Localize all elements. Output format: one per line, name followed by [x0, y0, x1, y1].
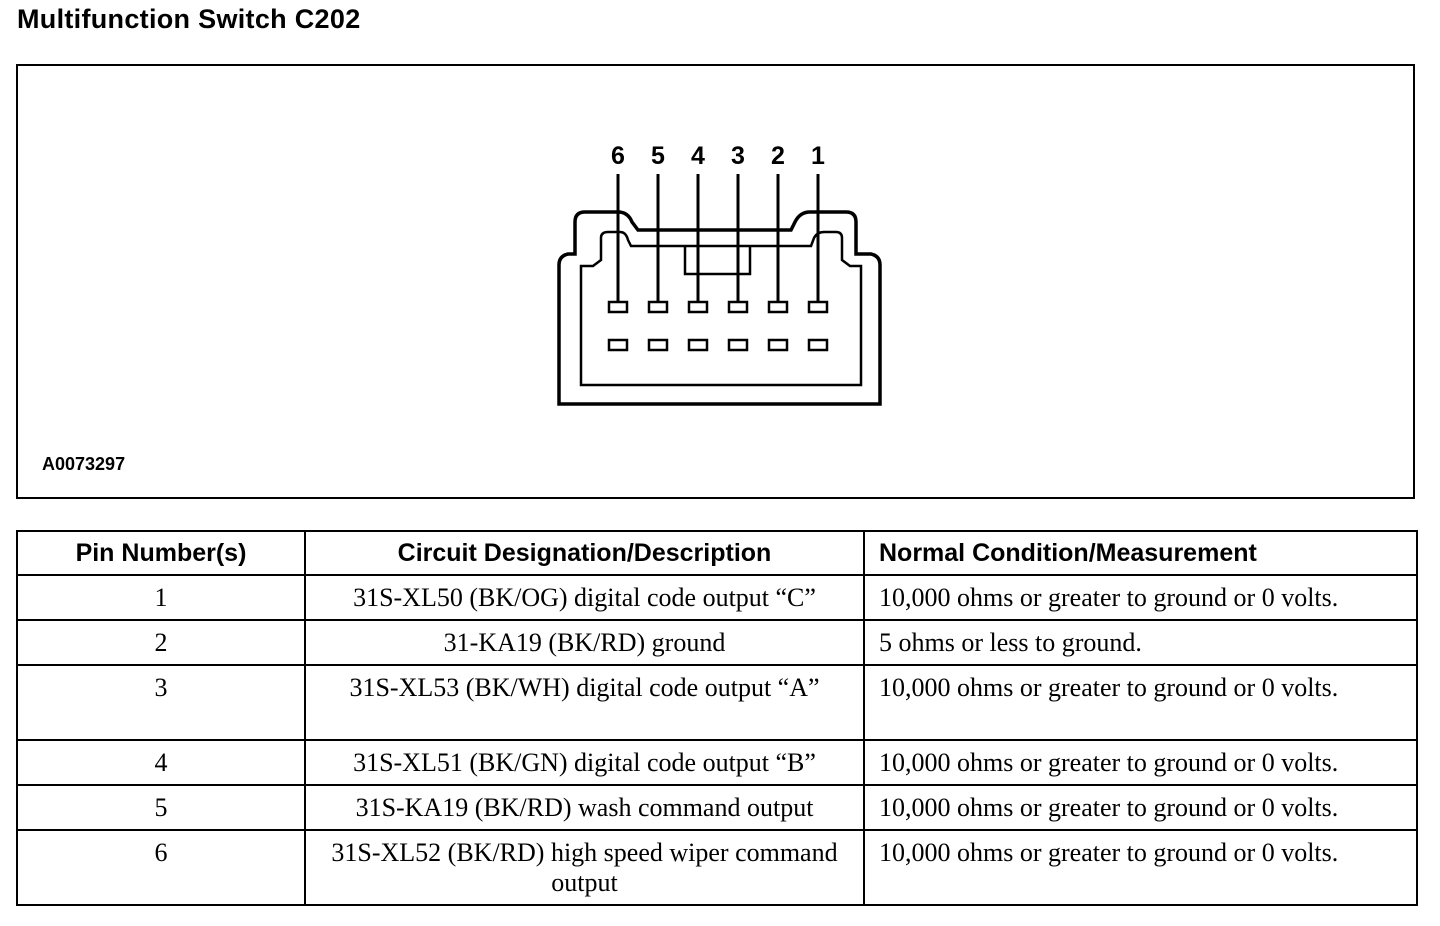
connector-figure: 6 5 4 3 2 1 A0073297	[16, 64, 1415, 499]
empty-cavity	[727, 338, 749, 352]
pin-label-5: 5	[651, 142, 665, 170]
pin-label-2: 2	[771, 142, 785, 170]
pin-label-1: 1	[811, 142, 825, 170]
pin-table: Pin Number(s) Circuit Designation/Descri…	[16, 530, 1418, 906]
terminal-2	[767, 300, 789, 314]
terminal-4	[687, 300, 709, 314]
header-pin: Pin Number(s)	[16, 530, 306, 576]
pin-label-3: 3	[731, 142, 745, 170]
pin-cell: 5	[16, 784, 306, 831]
empty-cavity	[647, 338, 669, 352]
condition-cell: 10,000 ohms or greater to ground or 0 vo…	[863, 739, 1418, 786]
pin-cell: 6	[16, 829, 306, 906]
connector-diagram: 6 5 4 3 2 1	[557, 142, 882, 406]
pin-cell: 3	[16, 664, 306, 741]
circuit-cell: 31S-XL53 (BK/WH) digital code output “A”	[304, 664, 865, 741]
table-header-row: Pin Number(s) Circuit Designation/Descri…	[16, 530, 1418, 576]
table-row: 4 31S-XL51 (BK/GN) digital code output “…	[16, 739, 1418, 786]
pin-label-4: 4	[691, 142, 705, 170]
terminal-3	[727, 300, 749, 314]
table-row: 5 31S-KA19 (BK/RD) wash command output 1…	[16, 784, 1418, 831]
pin-cell: 4	[16, 739, 306, 786]
circuit-cell: 31-KA19 (BK/RD) ground	[304, 619, 865, 666]
connector-housing-outer	[557, 210, 882, 406]
connector-cavity-inner	[579, 230, 863, 387]
terminal-1	[807, 300, 829, 314]
condition-cell: 10,000 ohms or greater to ground or 0 vo…	[863, 829, 1418, 906]
table-row: 6 31S-XL52 (BK/RD) high speed wiper comm…	[16, 829, 1418, 906]
table-row: 1 31S-XL50 (BK/OG) digital code output “…	[16, 574, 1418, 621]
header-circuit: Circuit Designation/Description	[304, 530, 865, 576]
condition-cell: 5 ohms or less to ground.	[863, 619, 1418, 666]
circuit-cell: 31S-XL52 (BK/RD) high speed wiper comman…	[304, 829, 865, 906]
terminal-6	[607, 300, 629, 314]
condition-cell: 10,000 ohms or greater to ground or 0 vo…	[863, 664, 1418, 741]
figure-id: A0073297	[42, 454, 126, 474]
empty-cavity	[687, 338, 709, 352]
empty-cavity	[767, 338, 789, 352]
condition-cell: 10,000 ohms or greater to ground or 0 vo…	[863, 784, 1418, 831]
empty-cavity	[607, 338, 629, 352]
terminal-5	[647, 300, 669, 314]
header-condition: Normal Condition/Measurement	[863, 530, 1418, 576]
circuit-cell: 31S-XL51 (BK/GN) digital code output “B”	[304, 739, 865, 786]
circuit-cell: 31S-XL50 (BK/OG) digital code output “C”	[304, 574, 865, 621]
page-title: Multifunction Switch C202	[17, 4, 361, 34]
table-row: 3 31S-XL53 (BK/WH) digital code output “…	[16, 664, 1418, 741]
table-row: 2 31-KA19 (BK/RD) ground 5 ohms or less …	[16, 619, 1418, 666]
pin-cell: 2	[16, 619, 306, 666]
pin-label-6: 6	[611, 142, 625, 170]
pin-cell: 1	[16, 574, 306, 621]
locking-key	[683, 246, 752, 276]
condition-cell: 10,000 ohms or greater to ground or 0 vo…	[863, 574, 1418, 621]
empty-cavity	[807, 338, 829, 352]
circuit-cell: 31S-KA19 (BK/RD) wash command output	[304, 784, 865, 831]
